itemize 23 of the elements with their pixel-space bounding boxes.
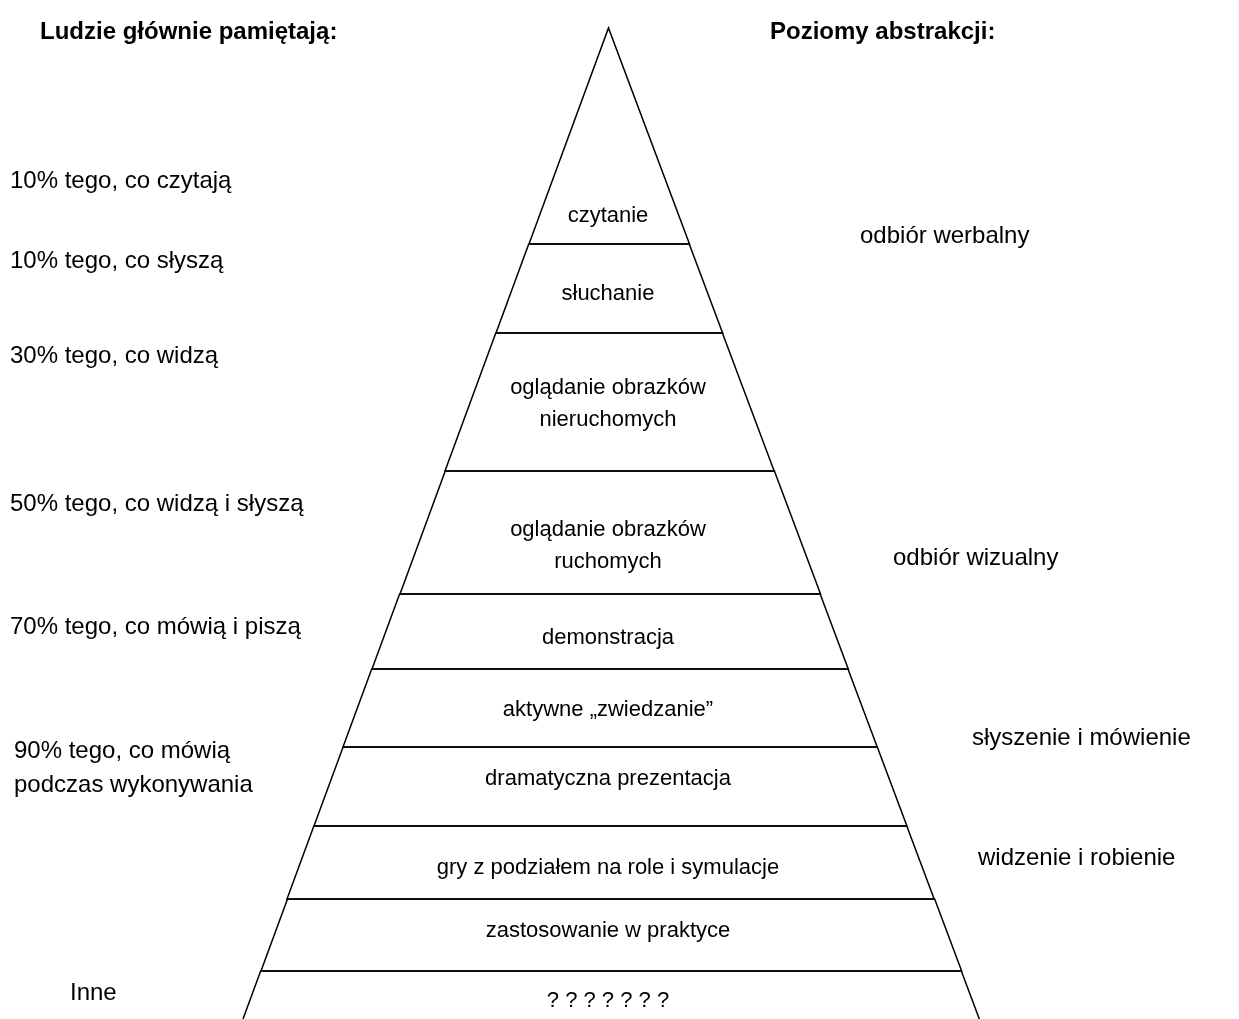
- level-label: dramatyczna prezentacja: [484, 764, 732, 793]
- level-label: ? ? ? ? ? ? ?: [545, 986, 671, 1015]
- level-label: zastosowanie w praktyce: [484, 916, 732, 945]
- level-label: aktywne „zwiedzanie”: [501, 695, 715, 724]
- column-heading: Poziomy abstrakcji:: [770, 16, 996, 46]
- annotation-text: 10% tego, co czytają: [10, 165, 232, 195]
- level-label: słuchanie: [560, 279, 656, 308]
- annotation-text: 90% tego, co mówią podczas wykonywania: [14, 735, 254, 799]
- annotation-text: widzenie i robienie: [978, 842, 1176, 872]
- level-label: oglądanie obrazków ruchomych: [509, 515, 707, 575]
- annotation-text: odbiór werbalny: [860, 220, 1030, 250]
- annotation-text: 30% tego, co widzą: [10, 340, 219, 370]
- annotation-text: 50% tego, co widzą i słyszą: [10, 488, 304, 518]
- annotation-text: odbiór wizualny: [893, 542, 1059, 572]
- annotation-text: 70% tego, co mówią i piszą: [10, 611, 301, 641]
- annotation-text: 10% tego, co słyszą: [10, 245, 224, 275]
- annotation-text: słyszenie i mówienie: [972, 722, 1191, 752]
- level-label: gry z podziałem na role i symulacje: [435, 853, 781, 882]
- level-label: demonstracja: [540, 623, 675, 652]
- level-label: oglądanie obrazków nieruchomych: [509, 373, 707, 433]
- level-label: czytanie: [566, 201, 650, 230]
- annotation-text: Inne: [70, 977, 117, 1007]
- column-heading: Ludzie głównie pamiętają:: [40, 16, 338, 46]
